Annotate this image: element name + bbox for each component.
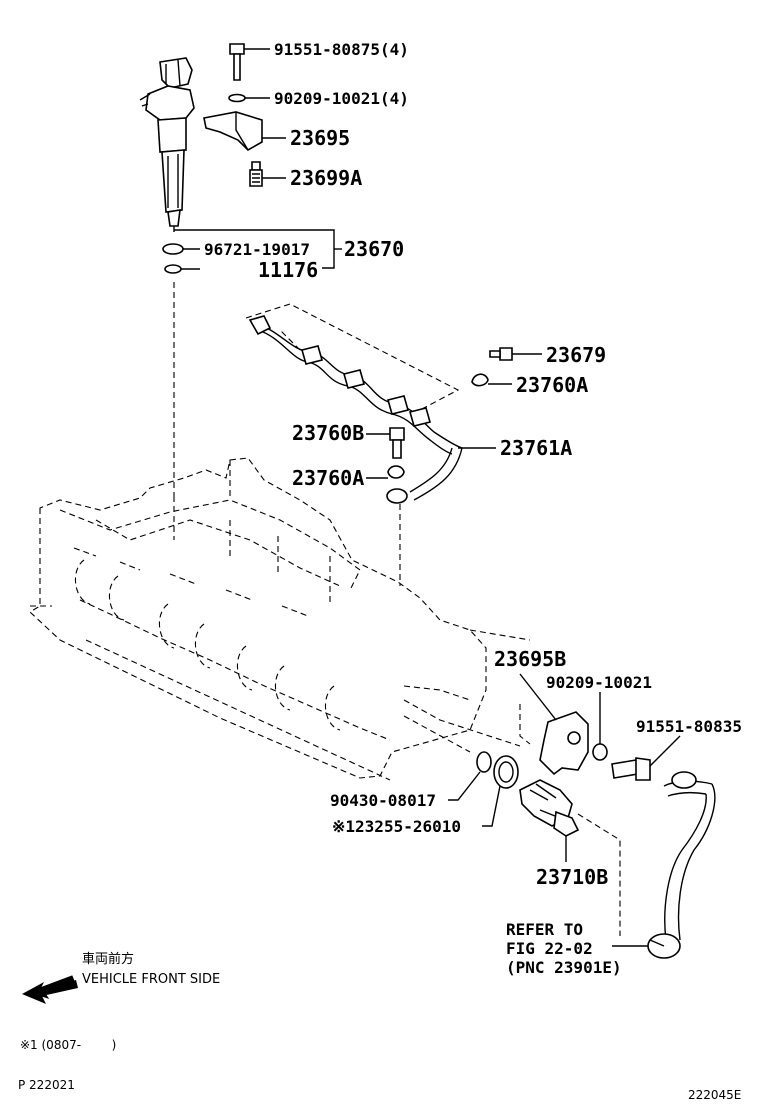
direction-japanese: 車両前方 <box>82 951 134 967</box>
gasket-ring <box>162 243 184 255</box>
seal-ring <box>164 264 182 274</box>
callout-union-bolt-right: 23679 <box>546 343 606 367</box>
callout-gasket-left: 23760A <box>292 466 364 490</box>
callout-washer-bracket: 90209-10021 <box>546 673 652 692</box>
gasket-right-drawing <box>471 373 489 387</box>
ring-large-drawing <box>493 755 519 789</box>
bolt-bracket-drawing <box>611 757 651 781</box>
callout-sensor-small: 23699A <box>290 166 362 190</box>
union-bolt-left-drawing <box>389 427 405 459</box>
refer-line-2: FIG 22-02 <box>506 939 593 958</box>
sensor-small-drawing <box>249 161 263 187</box>
callout-bracket: 23695B <box>494 647 566 671</box>
callout-injector-assy: 23670 <box>344 237 404 261</box>
injector-drawing <box>139 57 195 232</box>
callout-gasket-right: 23760A <box>516 373 588 397</box>
bolt-top-drawing <box>229 43 245 81</box>
callout-bolt-top: 91551-80875(4) <box>274 40 409 59</box>
callout-valve: 23710B <box>536 865 608 889</box>
clamp-drawing <box>203 111 263 151</box>
callout-bolt-bracket: 91551-80835 <box>636 717 742 736</box>
bracket-drawing <box>539 711 589 776</box>
figure-code: 222045E <box>688 1088 741 1102</box>
direction-english: VEHICLE FRONT SIDE <box>82 972 220 987</box>
vehicle-front-arrow-icon <box>22 975 78 1004</box>
footnote: ※1 (0807- ) <box>20 1038 116 1052</box>
washer-top-drawing <box>228 93 246 103</box>
refer-line-3: (PNC 23901E) <box>506 958 622 977</box>
callout-ring-small: 90430-08017 <box>330 791 436 810</box>
union-bolt-right-drawing <box>489 347 513 361</box>
callout-ring-large: ※123255-26010 <box>332 817 461 836</box>
callout-union-bolt-left: 23760B <box>292 421 364 445</box>
cylinder-head-outline <box>29 457 531 781</box>
gasket-left-drawing <box>387 465 405 479</box>
callout-washer-top: 90209-10021(4) <box>274 89 409 108</box>
leak-pipe-drawing <box>248 315 463 504</box>
callout-gasket: 96721-19017 <box>204 240 310 259</box>
injector-leader <box>174 229 342 269</box>
washer-bracket-drawing <box>592 743 608 761</box>
refer-line-1: REFER TO <box>506 920 583 939</box>
fuel-hose-drawing <box>647 771 716 959</box>
callout-leak-pipe: 23761A <box>500 436 572 460</box>
valve-drawing <box>519 779 580 837</box>
callout-seal: 11176 <box>258 258 318 282</box>
ring-small-drawing <box>476 751 492 773</box>
callout-clamp: 23695 <box>290 126 350 150</box>
page-code: P 222021 <box>18 1078 75 1092</box>
